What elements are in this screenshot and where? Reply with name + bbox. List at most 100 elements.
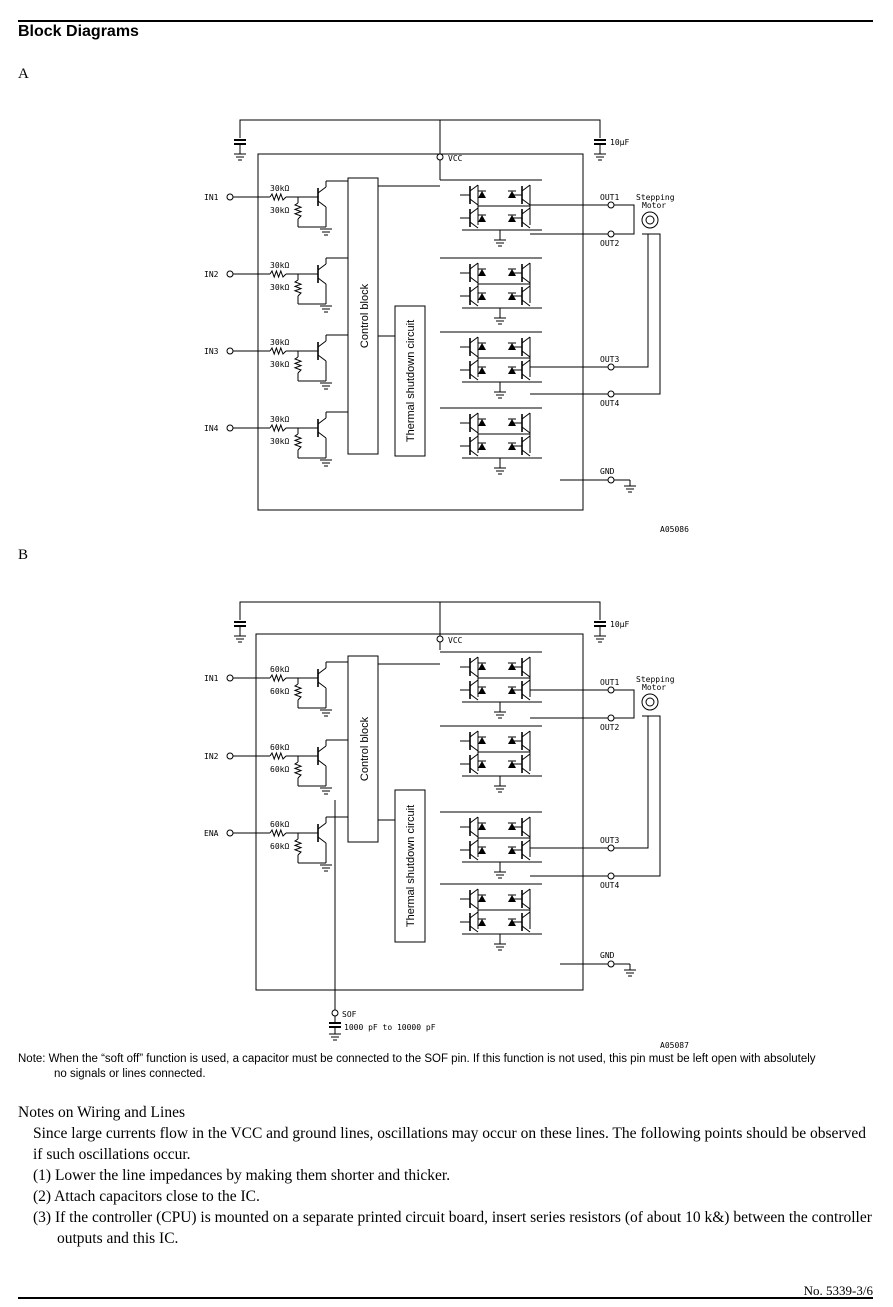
motor-shaft-icon [645, 215, 655, 225]
diode-icon [508, 293, 516, 300]
gnd-pin-label: GND [600, 951, 615, 960]
ground-icon [329, 1033, 341, 1041]
diode-icon [478, 367, 486, 374]
input-pin-label: IN2 [204, 752, 219, 761]
resistor-icon [269, 828, 287, 838]
transistor-icon [460, 753, 479, 775]
input-pin-label: IN1 [204, 674, 219, 683]
pin-terminal [607, 872, 615, 880]
ground-icon [494, 239, 506, 247]
transistor-icon [460, 412, 479, 434]
diode-icon [478, 215, 486, 222]
wiring-intro: Since large currents flow in the VCC and… [33, 1125, 866, 1163]
diode-icon [478, 761, 486, 768]
transistor-icon [308, 667, 327, 689]
bottom-rule [18, 1297, 873, 1299]
series-resistor-label: 30kΩ [270, 184, 289, 193]
resistor-icon [293, 761, 303, 779]
output-pin-label: OUT2 [600, 723, 619, 732]
transistor-icon [460, 888, 479, 910]
transistor-icon [308, 745, 327, 767]
wiring-item-2: (2) Attach capacitors close to the IC. [33, 1188, 260, 1205]
output-pin-label: OUT3 [600, 355, 619, 364]
diode-icon [508, 847, 516, 854]
transistor-icon [460, 285, 479, 307]
ground-icon [320, 305, 332, 313]
stepping-motor-icon [641, 693, 659, 711]
output-pin-label: OUT4 [600, 399, 619, 408]
ground-icon [320, 459, 332, 467]
input-pin-label: ENA [204, 829, 219, 838]
shunt-resistor-label: 60kΩ [270, 842, 289, 851]
transistor-icon [460, 435, 479, 457]
ground-icon [320, 382, 332, 390]
resistor-icon [293, 433, 303, 451]
control-block [347, 655, 379, 843]
pin-terminal [607, 844, 615, 852]
ground-icon [320, 709, 332, 717]
diode-icon [508, 269, 516, 276]
diode-icon [508, 419, 516, 426]
ground-icon [494, 943, 506, 951]
transistor-icon [512, 412, 531, 434]
transistor-icon [512, 816, 531, 838]
series-resistor-label: 60kΩ [270, 820, 289, 829]
top-rule [18, 20, 873, 22]
diode-icon [478, 919, 486, 926]
shunt-resistor-label: 60kΩ [270, 765, 289, 774]
transistor-icon [512, 285, 531, 307]
series-resistor-label: 30kΩ [270, 338, 289, 347]
pin-terminal [607, 960, 615, 968]
shunt-resistor-label: 30kΩ [270, 283, 289, 292]
thermal-shutdown-block [394, 789, 426, 943]
input-pin-label: IN3 [204, 347, 219, 356]
resistor-icon [269, 192, 287, 202]
shunt-resistor-label: 30kΩ [270, 360, 289, 369]
pin-terminal [226, 674, 234, 682]
sof-capacitor-label: 1000 pF to 10000 pF [344, 1023, 436, 1032]
diode-icon [508, 367, 516, 374]
motor-label-2: Motor [642, 201, 666, 210]
transistor-icon [512, 336, 531, 358]
diode-icon [508, 895, 516, 902]
transistor-icon [308, 263, 327, 285]
ic-outline [255, 633, 584, 991]
pin-terminal [607, 230, 615, 238]
transistor-icon [460, 207, 479, 229]
vcc-label: VCC [448, 636, 463, 645]
note-line-2: no signals or lines connected. [54, 1068, 206, 1080]
transistor-icon [460, 730, 479, 752]
pin-terminal [226, 829, 234, 837]
diode-icon [508, 663, 516, 670]
diode-icon [478, 823, 486, 830]
resistor-icon [269, 751, 287, 761]
ground-icon [624, 485, 636, 493]
pin-terminal [436, 635, 444, 643]
page-heading: Block Diagrams [18, 23, 139, 40]
capacitor-label: 10μF [610, 138, 629, 147]
wiring-notes: Notes on Wiring and Lines Since large cu… [18, 1102, 878, 1249]
diode-icon [478, 269, 486, 276]
diagram-b-label: B [18, 547, 29, 563]
pin-terminal [226, 270, 234, 278]
transistor-icon [512, 888, 531, 910]
diode-icon [508, 761, 516, 768]
ground-icon [494, 317, 506, 325]
transistor-icon [460, 359, 479, 381]
ground-icon [494, 785, 506, 793]
diode-icon [478, 443, 486, 450]
transistor-icon [512, 911, 531, 933]
diode-icon [508, 215, 516, 222]
transistor-icon [512, 207, 531, 229]
transistor-icon [512, 435, 531, 457]
thermal-shutdown-block [394, 305, 426, 457]
pin-terminal [226, 424, 234, 432]
input-pin-label: IN2 [204, 270, 219, 279]
control-block-label: Control block [359, 283, 371, 348]
transistor-icon [460, 336, 479, 358]
control-block [347, 177, 379, 455]
transistor-icon [460, 839, 479, 861]
pin-terminal [607, 390, 615, 398]
diode-icon [478, 847, 486, 854]
ground-icon [494, 871, 506, 879]
